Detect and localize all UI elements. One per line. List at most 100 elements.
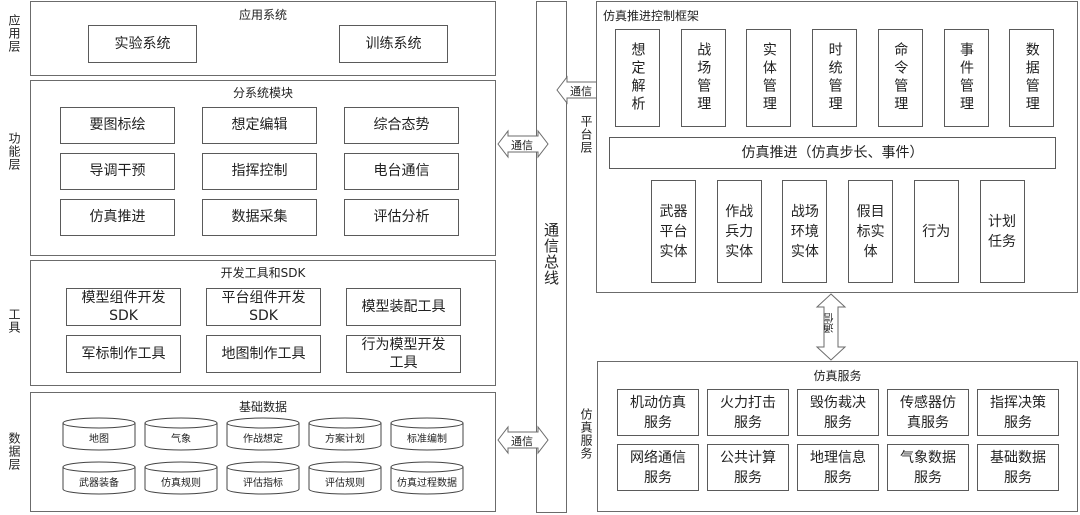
manager-item[interactable]: 事件管理: [943, 29, 989, 127]
manager-item[interactable]: 战场管理: [680, 29, 726, 127]
manager-item[interactable]: 命令管理: [877, 29, 923, 127]
service-label-line2: 真服务: [907, 414, 949, 431]
service-label-line2: 服务: [824, 414, 852, 431]
manager-label: 事件管理: [958, 42, 974, 114]
service-item[interactable]: 火力打击服务: [707, 389, 789, 436]
tool-label-line1: 平台组件开发: [221, 290, 306, 306]
module-item[interactable]: 评估分析: [344, 199, 459, 236]
database-icon: [226, 461, 300, 495]
database-label: 地图: [89, 434, 109, 445]
database-icon: [144, 461, 218, 495]
database-cylinder[interactable]: 地图: [62, 417, 136, 451]
service-item[interactable]: 公共计算服务: [707, 444, 789, 491]
database-icon: [390, 461, 464, 495]
module-item[interactable]: 导调干预: [60, 153, 175, 190]
service-item[interactable]: 气象数据服务: [887, 444, 969, 491]
entity-item[interactable]: 作战兵力实体: [716, 180, 762, 283]
module-item[interactable]: 数据采集: [202, 199, 317, 236]
entity-label-line2: 环境: [790, 223, 819, 240]
service-item[interactable]: 网络通信服务: [617, 444, 699, 491]
module-label: 评估分析: [373, 209, 430, 225]
service-label-line1: 指挥决策: [990, 394, 1046, 411]
base-data-panel: 基础数据 地图气象作战想定方案计划标准编制武器装备仿真规则评估指标评估规则仿真过…: [30, 392, 496, 512]
tool-label-line1: 行为模型开发: [361, 337, 446, 353]
module-label: 数据采集: [231, 209, 288, 225]
module-item[interactable]: 要图标绘: [60, 107, 175, 144]
manager-item[interactable]: 实体管理: [746, 29, 792, 127]
tool-item[interactable]: 模型装配工具: [346, 288, 461, 326]
entity-label-line2: 平台: [659, 223, 688, 240]
app-item[interactable]: 训练系统: [339, 25, 448, 63]
subsystem-modules-panel: 分系统模块 要图标绘想定编辑综合态势导调干预指挥控制电台通信仿真推进数据采集评估…: [30, 80, 496, 256]
layer-label-platform: 平台层: [579, 115, 593, 154]
service-item[interactable]: 毁伤裁决服务: [797, 389, 879, 436]
module-item[interactable]: 仿真推进: [60, 199, 175, 236]
database-cylinder[interactable]: 评估指标: [226, 461, 300, 495]
database-cylinder[interactable]: 方案计划: [308, 417, 382, 451]
module-label: 仿真推进: [89, 209, 146, 225]
service-item[interactable]: 地理信息服务: [797, 444, 879, 491]
database-cylinder[interactable]: 气象: [144, 417, 218, 451]
module-item[interactable]: 综合态势: [344, 107, 459, 144]
comm-label-platform: 通信: [570, 85, 592, 98]
service-item[interactable]: 机动仿真服务: [617, 389, 699, 436]
database-cylinder[interactable]: 评估规则: [308, 461, 382, 495]
database-label: 仿真规则: [161, 478, 201, 489]
database-cylinder[interactable]: 仿真过程数据: [390, 461, 464, 495]
manager-label: 命令管理: [892, 42, 909, 114]
service-label-line1: 火力打击: [720, 394, 776, 411]
database-label: 仿真过程数据: [397, 478, 457, 489]
service-label-line2: 服务: [644, 469, 672, 486]
database-cylinder[interactable]: 作战想定: [226, 417, 300, 451]
database-cylinder[interactable]: 武器装备: [62, 461, 136, 495]
tool-item[interactable]: 军标制作工具: [66, 335, 181, 373]
sim-advance-bar[interactable]: 仿真推进（仿真步长、事件）: [609, 137, 1056, 169]
database-cylinder[interactable]: 仿真规则: [144, 461, 218, 495]
entity-label-line2: 兵力: [725, 223, 754, 240]
service-item[interactable]: 基础数据服务: [977, 444, 1059, 491]
module-label: 导调干预: [89, 163, 146, 179]
manager-label: 数据管理: [1023, 42, 1040, 114]
service-label-line1: 传感器仿: [900, 394, 956, 411]
service-label-line1: 机动仿真: [630, 394, 686, 411]
app-item[interactable]: 实验系统: [88, 25, 197, 63]
sim-services-title: 仿真服务: [813, 369, 862, 383]
database-label: 评估指标: [243, 478, 283, 489]
service-label-line1: 公共计算: [720, 449, 776, 466]
entity-item[interactable]: 战场环境实体: [782, 180, 828, 283]
tool-label-line1: 军标制作工具: [81, 346, 166, 362]
entity-label-line1: 假目: [856, 203, 885, 220]
database-cylinder[interactable]: 标准编制: [390, 417, 464, 451]
entity-item[interactable]: 武器平台实体: [651, 180, 696, 283]
manager-item[interactable]: 时统管理: [812, 29, 858, 127]
database-icon: [226, 417, 300, 451]
comm-arrow-function: [497, 129, 549, 159]
entity-label-line3: 体: [863, 243, 878, 260]
comm-label-function: 通信: [511, 139, 533, 152]
module-item[interactable]: 电台通信: [344, 153, 459, 190]
entity-item[interactable]: 假目标实体: [848, 180, 894, 283]
framework-title: 仿真推进控制框架: [603, 9, 700, 23]
layer-label-app: 应用层: [7, 14, 21, 53]
tool-item[interactable]: 地图制作工具: [206, 335, 321, 373]
entity-item[interactable]: 计划任务: [979, 180, 1025, 283]
service-label-line2: 服务: [734, 469, 762, 486]
service-label-line1: 毁伤裁决: [810, 394, 866, 411]
app-system-panel: 应用系统 实验系统 训练系统: [30, 1, 496, 76]
service-item[interactable]: 指挥决策服务: [977, 389, 1059, 436]
entity-item[interactable]: 行为: [913, 180, 959, 283]
module-item[interactable]: 指挥控制: [202, 153, 317, 190]
tool-item[interactable]: 行为模型开发工具: [346, 335, 461, 373]
tool-label-line2: SDK: [109, 308, 138, 324]
tool-label-line1: 地图制作工具: [221, 346, 306, 362]
module-item[interactable]: 想定编辑: [202, 107, 317, 144]
service-item[interactable]: 传感器仿真服务: [887, 389, 969, 436]
communication-bus-label: 通信总线: [542, 222, 560, 286]
database-label: 武器装备: [79, 478, 119, 489]
service-label-line2: 服务: [824, 469, 852, 486]
manager-item[interactable]: 想定解析: [615, 29, 660, 127]
manager-item[interactable]: 数据管理: [1009, 29, 1055, 127]
